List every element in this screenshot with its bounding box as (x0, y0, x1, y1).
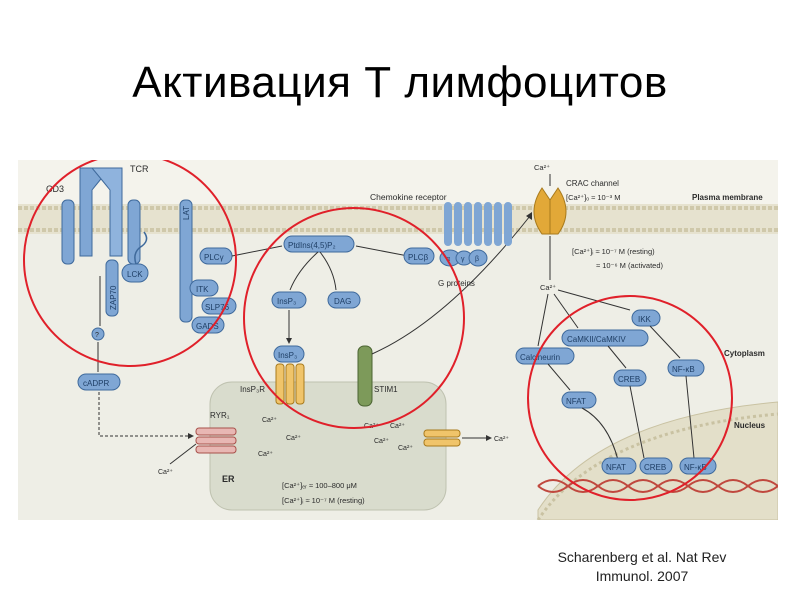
zap70-protein (105, 259, 119, 317)
insp3-bound-label: InsP₃ (278, 351, 297, 360)
insp3-receptor-channel (275, 363, 305, 405)
lck-protein (121, 263, 149, 283)
lat-label: LAT (182, 206, 191, 220)
ca-extracellular-label: Ca²⁺ (534, 163, 550, 172)
creb-nuclear-label: CREB (644, 463, 666, 472)
ptdins-to-dag-arrow (319, 251, 337, 291)
ikk-label: IKK (638, 315, 652, 324)
unknown-mediator-node (91, 327, 105, 341)
er-ca-5: Ca²⁺ (390, 423, 405, 430)
creb-nuclear-node (639, 457, 673, 475)
unknown-mediator-label: ? (95, 332, 99, 339)
er-ca-6: Ca²⁺ (374, 438, 389, 445)
er-resting-concentration: [Ca²⁺]ᵢ ≈ 10⁻⁷ M (resting) (282, 496, 365, 505)
page-title: Активация Т лимфоцитов (132, 58, 668, 107)
plasma-membrane (18, 204, 778, 234)
insp3-label: InsP₃ (277, 297, 296, 306)
er-ca-concentration: [Ca²⁺]ₑᵣ ≈ 100–800 μM (282, 481, 357, 490)
g-proteins-label: G proteins (438, 279, 475, 288)
ca-out-concentration: [Ca²⁺]ₒ ≈ 10⁻³ M (566, 193, 620, 202)
g-beta-label: β (475, 256, 479, 263)
plcb-label: PLCβ (408, 253, 429, 262)
tcr-complex (61, 167, 141, 265)
er-ca-1: Ca²⁺ (262, 417, 277, 424)
nfkb-nuclear-label: NF-κB (684, 463, 707, 472)
er-label: ER (222, 474, 235, 484)
er-ca-7: Ca²⁺ (398, 445, 413, 452)
nfkb-cyto-label: NF-κB (672, 365, 695, 374)
cd3-label: CD3 (46, 184, 64, 194)
crac-channel (533, 187, 567, 235)
citation: Scharenberg et al. Nat Rev Immunol. 2007 (522, 548, 762, 586)
nfat-nuclear-label: NFAT (606, 463, 626, 472)
chemokine-receptor-label: Chemokine receptor (370, 192, 447, 202)
nfat-cyto-node (561, 391, 597, 409)
ca-in-activated-label: ≈ 10⁻⁶ M (activated) (596, 261, 664, 270)
ca-pump-label: Ca²⁺ (494, 436, 509, 443)
calcineurin-node (515, 347, 575, 365)
ca-released-label: Ca²⁺ (158, 469, 173, 476)
ptdins-label: PtdIns(4,5)P₂ (288, 241, 336, 250)
ryr-ca-release-arrow (169, 443, 197, 465)
plcb-protein (403, 247, 435, 265)
er-ca-2: Ca²⁺ (286, 435, 301, 442)
citation-line-1: Scharenberg et al. Nat Rev (557, 549, 727, 565)
itk-protein (189, 279, 219, 297)
g-gamma-label: γ (461, 256, 465, 263)
crac-channel-label: CRAC channel (566, 179, 619, 188)
stim1-label: STIM1 (374, 385, 398, 394)
lat-protein (179, 199, 193, 323)
nfat-nuclear-node (601, 457, 637, 475)
tcr-label: TCR (130, 164, 149, 174)
stim1-protein (357, 345, 373, 407)
slp76-label: SLP76 (205, 303, 230, 312)
tcr-highlight-circle (23, 160, 237, 367)
nfat-cyto-label: NFAT (566, 397, 586, 406)
plasma-membrane-label: Plasma membrane (692, 193, 763, 202)
t-cell-signaling-diagram: ER TCR CD3 ZAP70 LCK LAT PLCγ ITK SLP76 … (18, 160, 778, 520)
itk-label: ITK (196, 285, 209, 294)
cadpr-label: cADPR (83, 379, 109, 388)
second-messenger-highlight-circle (243, 207, 465, 429)
er-ca-3: Ca²⁺ (258, 451, 273, 458)
transcription-highlight-circle (527, 295, 733, 501)
calcineurin-label: Calcineurin (520, 353, 560, 362)
dag-label: DAG (334, 297, 351, 306)
camk-label: CaMKII/CaMKIV (567, 335, 626, 344)
nucleus-label: Nucleus (734, 421, 766, 430)
ca-in-resting-label: [Ca²⁺]ᵢ ≈ 10⁻⁷ M (resting) (572, 247, 655, 256)
gads-label: GADS (196, 322, 219, 331)
citation-line-2: Immunol. 2007 (595, 568, 689, 584)
plcg-label: PLCγ (204, 253, 224, 262)
insp3-bound-node (273, 345, 305, 363)
zap70-label: ZAP70 (109, 285, 118, 310)
ca-cytoplasm-label: Ca²⁺ (540, 283, 556, 292)
camk-node (561, 329, 649, 347)
ptdins-to-insp3-arrow (289, 251, 319, 291)
insp3r-label: InsP₃R (240, 385, 265, 394)
creb-cyto-label: CREB (618, 375, 640, 384)
insp3-node (271, 291, 307, 309)
ptdins-node (283, 235, 355, 253)
er-pump-channel (423, 429, 461, 447)
cadpr-node (77, 373, 121, 391)
ryr-channel (195, 427, 237, 454)
ikk-node (631, 309, 661, 327)
ryr-label: RYR₁ (210, 411, 230, 420)
chemokine-receptor (444, 202, 512, 246)
dag-node (327, 291, 361, 309)
cytoplasm-label: Cytoplasm (724, 349, 765, 358)
dna-helix (537, 479, 778, 493)
lck-label: LCK (127, 270, 143, 279)
